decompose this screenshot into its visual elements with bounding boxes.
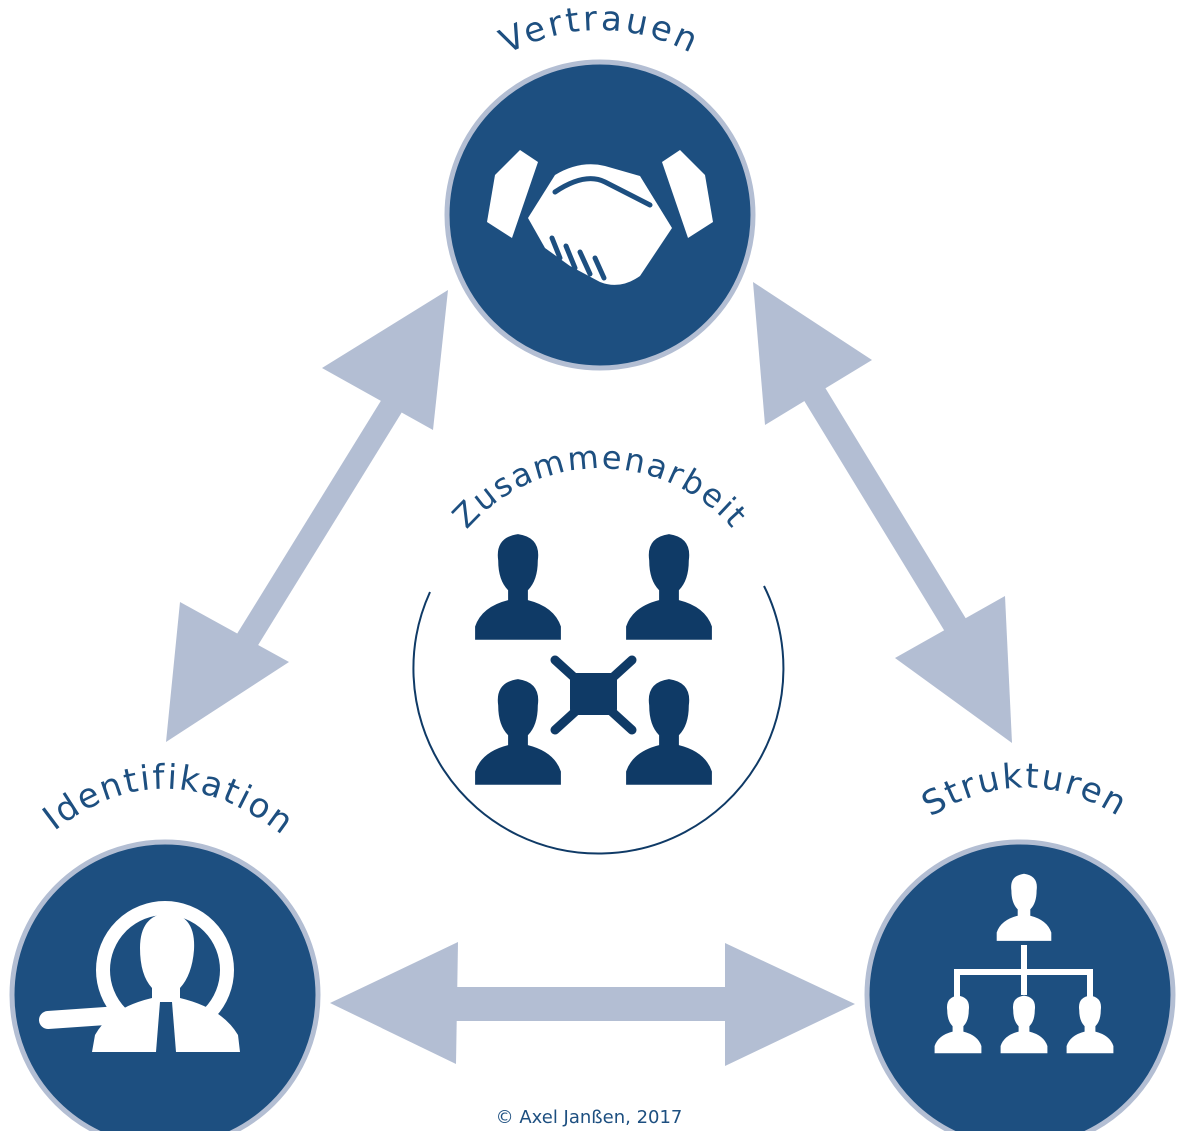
arrow-top-left [166,290,448,742]
label-strukturen: Strukturen [915,756,1135,825]
label-zusammenarbeit: Zusammenarbeit [445,438,756,536]
person-search-icon [39,901,240,1052]
org-chart-icon [934,873,1114,1054]
label-identifikation: Identifikation [36,758,302,844]
handshake-icon [487,150,713,285]
node-zusammenarbeit [412,534,785,855]
node-identifikation [9,839,321,1131]
label-vertrauen: Vertrauen [494,0,707,62]
node-strukturen [864,839,1176,1131]
node-vertrauen [444,59,756,371]
arrow-top-right [753,282,1012,743]
arrow-bottom [330,942,855,1066]
team-network-icon [475,534,712,785]
copyright-text: © Axel Janßen, 2017 [495,1107,683,1128]
